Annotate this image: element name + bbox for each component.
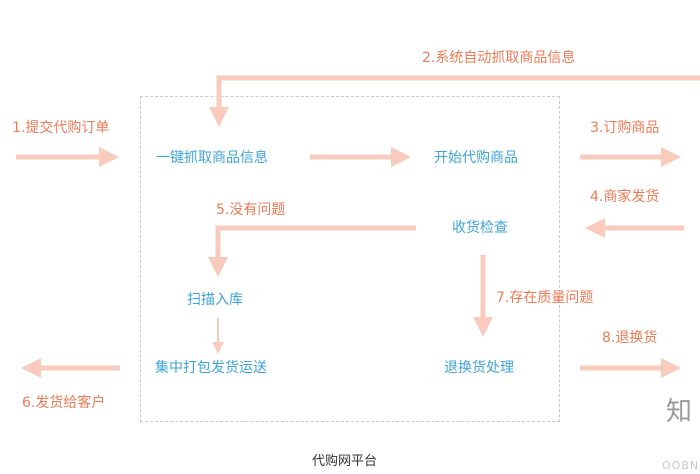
step-label-7: 7.存在质量问题 bbox=[496, 290, 594, 306]
platform-caption: 代购网平台 bbox=[312, 454, 378, 469]
step-label-8: 8.退换货 bbox=[602, 330, 658, 346]
node-start-purchase: 开始代购商品 bbox=[434, 150, 518, 166]
step-label-5: 5.没有问题 bbox=[216, 202, 286, 218]
step-label-1: 1.提交代购订单 bbox=[12, 120, 110, 136]
platform-boundary bbox=[140, 96, 560, 422]
watermark-text: OOBN bbox=[662, 459, 700, 472]
step-label-2: 2.系统自动抓取商品信息 bbox=[422, 50, 576, 66]
node-scan-in: 扫描入库 bbox=[187, 292, 243, 308]
node-pack-ship: 集中打包发货运送 bbox=[155, 360, 267, 376]
arrow-step5 bbox=[208, 225, 416, 277]
watermark-logo: 知 bbox=[666, 397, 693, 427]
step-label-4: 4.商家发货 bbox=[590, 189, 660, 205]
arrow-step2 bbox=[209, 75, 700, 127]
node-receive-check: 收货检查 bbox=[452, 220, 508, 236]
step-label-3: 3.订购商品 bbox=[590, 120, 660, 136]
node-fetch-info: 一键抓取商品信息 bbox=[156, 150, 268, 166]
step-label-6: 6.发货给客户 bbox=[22, 395, 106, 411]
node-return-handle: 退换货处理 bbox=[444, 360, 514, 376]
